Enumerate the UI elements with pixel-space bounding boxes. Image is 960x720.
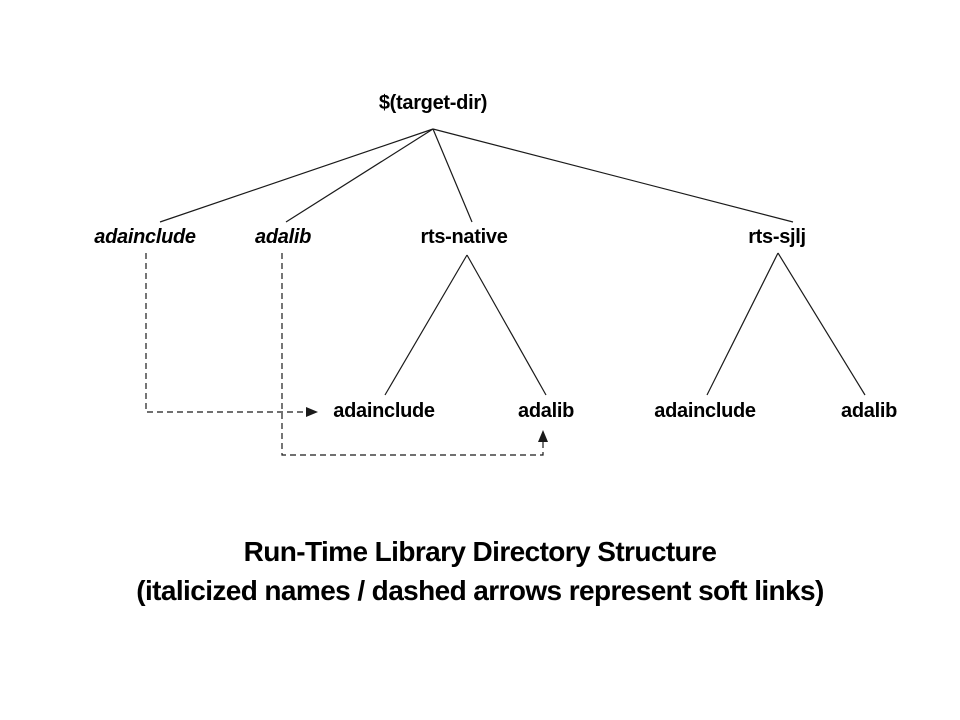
- caption-title: Run-Time Library Directory Structure: [243, 536, 717, 567]
- node-rts-sjlj-adalib: adalib: [841, 400, 897, 422]
- node-adalib-softlink: adalib: [255, 226, 311, 248]
- node-target-dir: $(target-dir): [378, 92, 488, 114]
- branch-root-to-rts-sjlj: [432, 128, 794, 223]
- softlink-arrow-adalib-path: [281, 253, 544, 456]
- node-rts-native-adalib: adalib: [518, 400, 574, 422]
- softlink-arrowheads: [306, 407, 548, 442]
- branch-root-to-adalib: [285, 128, 434, 223]
- branch-root-to-adainclude: [159, 128, 434, 223]
- branch-rts-native-to-adalib: [466, 254, 547, 396]
- arrowhead-up-icon: [538, 430, 548, 442]
- caption-subtitle: (italicized names / dashed arrows repres…: [136, 575, 824, 606]
- branch-rts-sjlj-to-adainclude: [706, 252, 779, 396]
- node-adainclude-softlink: adainclude: [94, 226, 196, 248]
- softlink-dashed-arrows: [145, 253, 544, 456]
- arrowhead-right-icon: [306, 407, 318, 417]
- branch-root-to-rts-native: [432, 128, 473, 223]
- rts-sjlj-branch-lines: [706, 252, 866, 396]
- node-rts-sjlj-adainclude: adainclude: [654, 400, 756, 422]
- branch-rts-native-to-adainclude: [384, 254, 468, 396]
- node-rts-sjlj: rts-sjlj: [748, 226, 806, 248]
- node-rts-native: rts-native: [420, 226, 508, 248]
- branch-rts-sjlj-to-adalib: [777, 252, 866, 396]
- root-branch-lines: [159, 128, 794, 223]
- rts-native-branch-lines: [384, 254, 547, 396]
- softlink-arrow-adainclude-path: [145, 253, 306, 413]
- node-rts-native-adainclude: adainclude: [333, 400, 435, 422]
